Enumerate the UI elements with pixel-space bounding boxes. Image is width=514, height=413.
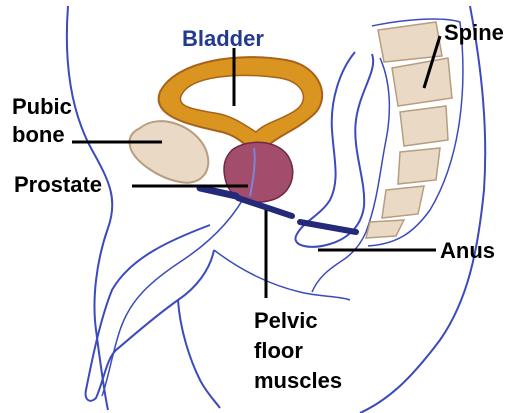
anus-canal — [312, 262, 340, 292]
body-outline-front — [67, 6, 113, 410]
pelvic-floor-muscle-back — [300, 222, 356, 232]
urethra-line — [102, 190, 248, 396]
pelvic-floor-label-line3: muscles — [254, 368, 342, 393]
pubic-bone-label-line2: bone — [12, 122, 65, 147]
bladder-label: Bladder — [182, 26, 264, 51]
spine-vertebrae — [366, 22, 452, 238]
anus-label: Anus — [440, 238, 495, 263]
pubic-bone — [129, 121, 208, 183]
pelvic-floor-label-line1: Pelvic — [254, 308, 318, 333]
perineum-line — [214, 250, 350, 300]
pelvic-floor-label-line2: floor — [254, 338, 303, 363]
spine-label: Spine — [444, 20, 504, 45]
scrotum-outline — [178, 300, 220, 408]
pubic-bone-label-line1: Pubic — [12, 94, 72, 119]
prostate-label: Prostate — [14, 172, 102, 197]
